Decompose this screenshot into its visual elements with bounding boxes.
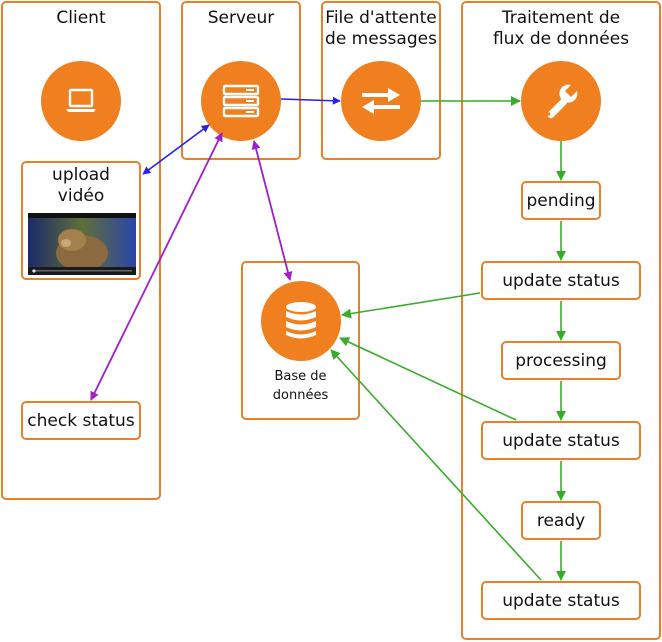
exchange-arrows-icon [362, 88, 400, 114]
ready-box: ready [521, 501, 601, 540]
update-status-box-1: update status [481, 261, 641, 300]
video-thumbnail-image[interactable] [28, 213, 136, 275]
pending-box: pending [521, 181, 601, 220]
database-label: Base de données [272, 369, 329, 403]
processing-box: processing [501, 341, 621, 380]
check-status-box[interactable]: check status [21, 401, 141, 440]
upload-video-box[interactable]: upload vidéo [21, 161, 141, 280]
lane-title-server: Serveur [207, 8, 275, 28]
lane-title-client: Client [56, 8, 106, 28]
queue-node [341, 61, 421, 141]
arrow-update1-database [341, 292, 481, 319]
database-icon [286, 302, 316, 339]
update-status-box-3: update status [481, 581, 641, 620]
server-rack-icon [222, 84, 260, 118]
lane-title-stream-processing: Traitement de flux de données [492, 8, 630, 49]
server-node [201, 61, 281, 141]
lane-title-message-queue: File d'attente de messages [325, 8, 437, 49]
upload-video-label: upload vidéo [52, 165, 110, 206]
database-node [261, 281, 341, 361]
wrench-icon [546, 84, 578, 119]
stream-processing-node [521, 61, 601, 141]
arrow-server-database [251, 140, 293, 281]
update-status-box-2: update status [481, 421, 641, 460]
client-node [41, 61, 121, 141]
laptop-icon [66, 88, 96, 112]
